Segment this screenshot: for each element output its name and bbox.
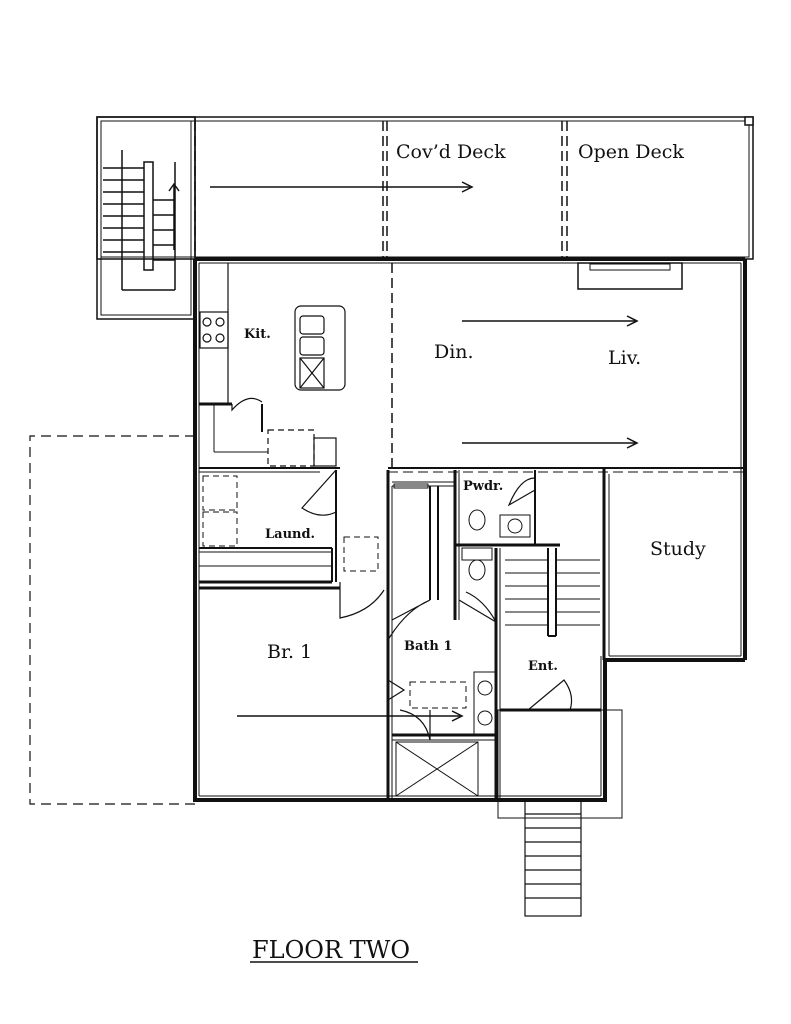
living-arrow — [462, 437, 639, 449]
deck-arrow — [210, 181, 474, 193]
doors — [231, 397, 573, 741]
kitchen-fixtures — [199, 263, 346, 467]
dining-arrow — [462, 315, 639, 327]
dashed-outline-left — [29, 435, 195, 805]
label-kitchen: Kit. — [244, 327, 271, 342]
label-entry: Ent. — [528, 659, 558, 674]
bath-fixtures — [393, 483, 497, 797]
interior-stair — [505, 559, 600, 626]
label-covd-deck: Cov’d Deck — [396, 141, 506, 163]
fireplace — [577, 262, 683, 290]
exterior-stair — [96, 116, 196, 320]
label-powder: Pwdr. — [463, 479, 503, 494]
label-bedroom-1: Br. 1 — [267, 641, 312, 663]
label-dining: Din. — [434, 341, 474, 363]
powder-fixtures — [461, 509, 531, 581]
label-open-deck: Open Deck — [578, 141, 684, 163]
plan-title: FLOOR TWO — [252, 936, 410, 964]
label-study: Study — [650, 538, 706, 560]
label-bath-1: Bath 1 — [404, 639, 452, 654]
laundry-appliances — [202, 475, 379, 572]
label-living: Liv. — [608, 347, 641, 369]
bedroom-arrow — [237, 710, 464, 722]
entry-stair — [497, 709, 623, 917]
label-laundry: Laund. — [265, 527, 315, 542]
